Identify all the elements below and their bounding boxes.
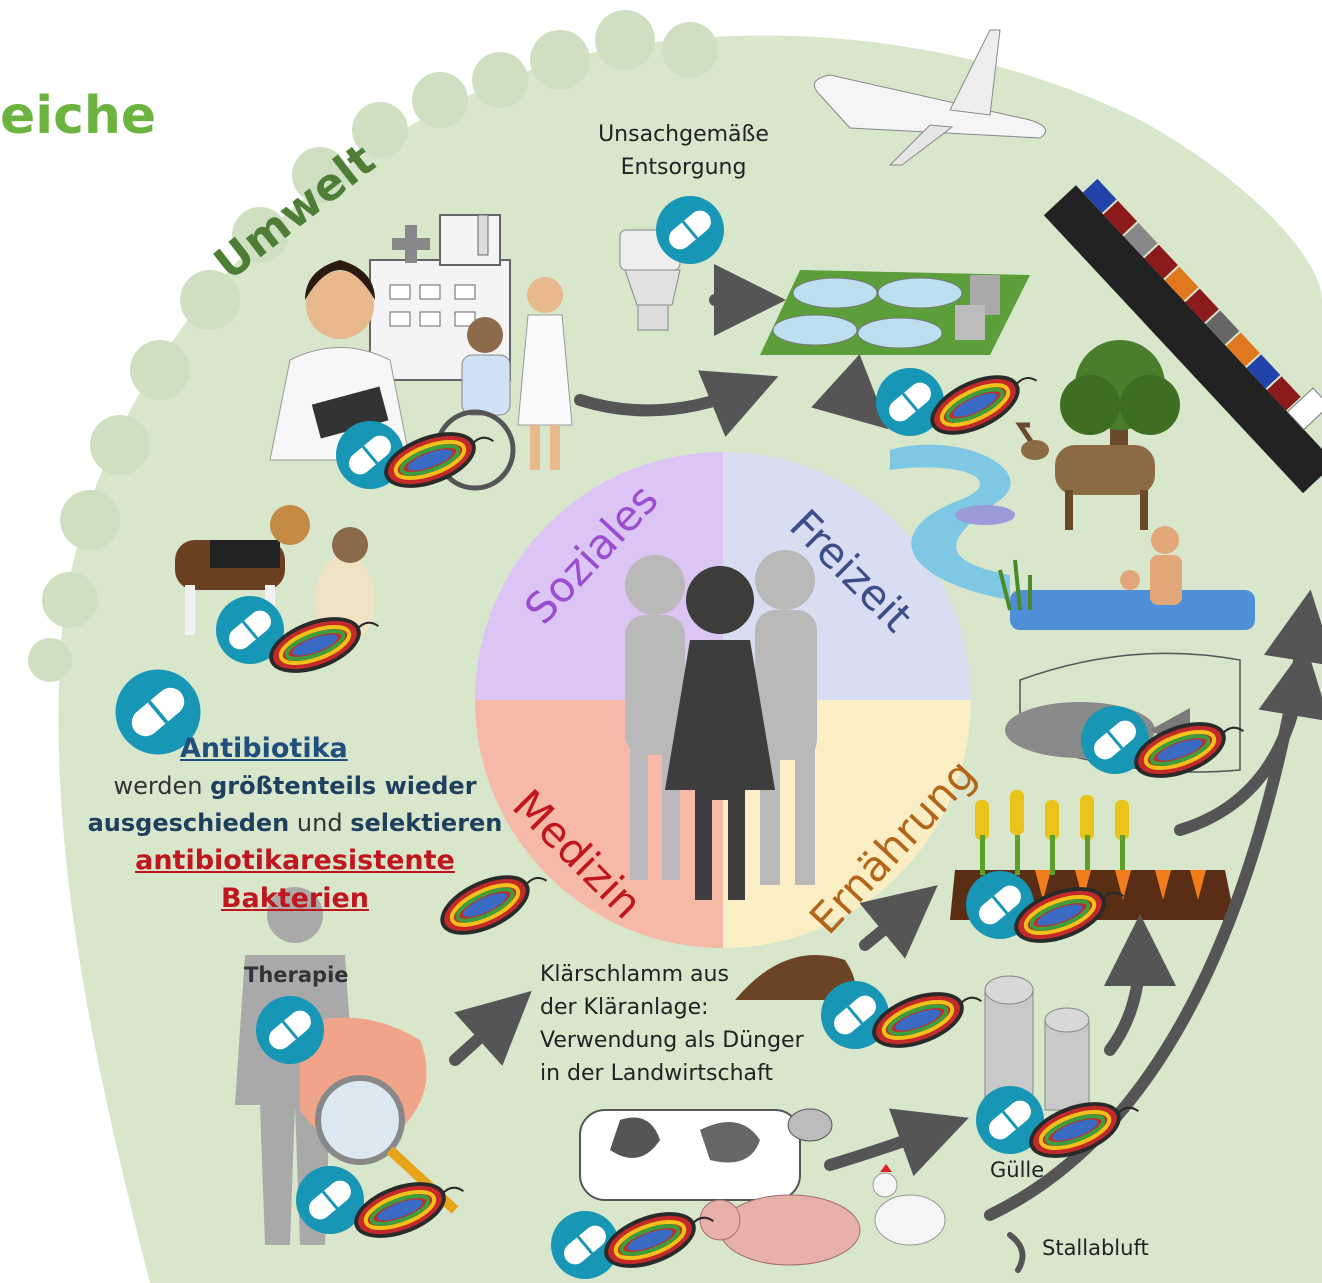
sludge-label-line1: Klärschlamm aus bbox=[540, 962, 729, 987]
info-line2-bold1: ausgeschieden bbox=[87, 809, 290, 837]
info-line2-bold2: selektieren bbox=[350, 809, 503, 837]
hedge-bushes bbox=[28, 10, 718, 682]
swimming-scene-illustration bbox=[998, 526, 1255, 630]
info-line2-mid: und bbox=[289, 809, 351, 837]
therapy-label: Therapie bbox=[244, 963, 349, 987]
antibiotics-heading: Antibiotika bbox=[180, 733, 348, 764]
patient-wheelchair-illustration bbox=[434, 277, 573, 491]
info-line1-prefix: werden bbox=[113, 772, 211, 800]
disposal-label-line2: Entsorgung bbox=[620, 155, 747, 180]
deer-illustration bbox=[1015, 422, 1155, 530]
manure-label: Gülle bbox=[990, 1158, 1045, 1182]
center-circle bbox=[475, 452, 971, 948]
fish-icon bbox=[955, 505, 1015, 525]
flow-arrows bbox=[449, 264, 1322, 1273]
sludge-label-line2: der Kläranlage: bbox=[540, 995, 709, 1020]
barn-air-label: Stallabluft bbox=[1042, 1236, 1149, 1260]
info-line1-bold: größtenteils wieder bbox=[210, 772, 477, 800]
disposal-label: Unsachgemäße Entsorgung bbox=[596, 118, 771, 184]
page-title: eiche bbox=[0, 86, 157, 146]
resistant-bacteria-text: antibiotikaresistente Bakterien bbox=[135, 845, 455, 914]
sludge-label: Klärschlamm aus der Kläranlage: Verwendu… bbox=[540, 958, 804, 1090]
airplane-illustration bbox=[813, 29, 1047, 166]
sewage-sludge-heap bbox=[735, 955, 855, 1000]
disposal-label-line1: Unsachgemäße bbox=[598, 122, 769, 147]
sludge-label-line3: Verwendung als Dünger bbox=[540, 1028, 804, 1053]
sludge-label-line4: in der Landwirtschaft bbox=[540, 1061, 773, 1086]
dog-cat-illustration bbox=[175, 505, 375, 645]
antibiotics-info: Antibiotika werden größtenteils wieder a… bbox=[60, 730, 530, 918]
livestock-illustration bbox=[579, 1108, 946, 1266]
river bbox=[890, 444, 1011, 600]
treatment-plant-illustration bbox=[760, 270, 1030, 355]
cargo-ship-illustration bbox=[1043, 178, 1322, 494]
silos-illustration bbox=[984, 975, 1090, 1111]
